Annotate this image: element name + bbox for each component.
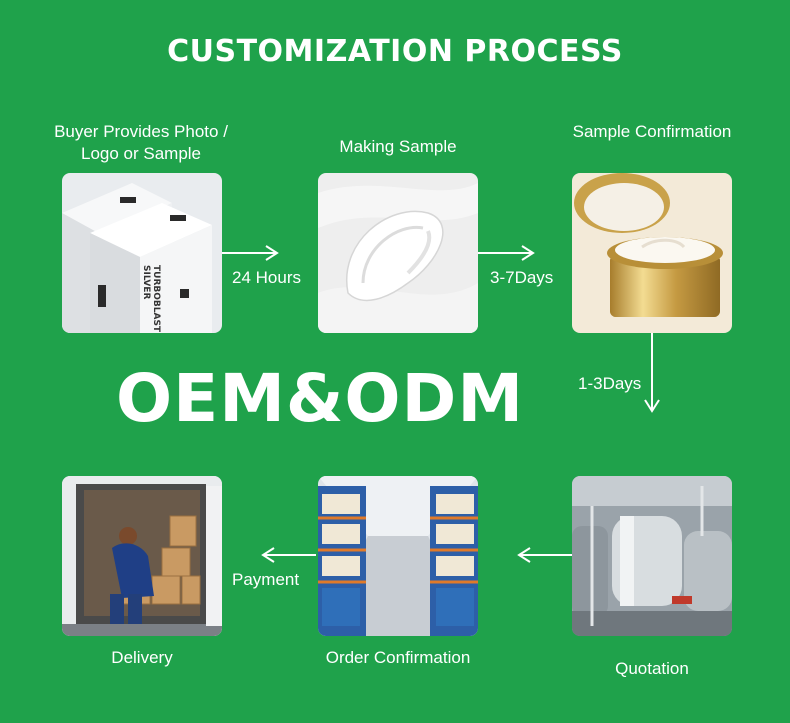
step-5-label: Order Confirmation [325,648,471,667]
step-2-label: Making Sample [339,137,457,156]
step-4-image [572,476,732,636]
step-3-label: Sample Confirmation [572,122,732,141]
box-print-line2: SILVER [141,265,151,299]
transition-label-payment: Payment [228,570,304,590]
oem-odm-heading: OEM&ODM [116,360,524,437]
transition-label-24-hours: 24 Hours [228,268,305,288]
page-title: CUSTOMIZATION PROCESS [167,34,623,69]
cream-jar-photo [572,173,732,333]
step-2-image [318,173,478,333]
step-6-label: Delivery [111,648,173,667]
transition-label-3-7-days: 3-7Days [486,268,558,288]
factory-tanks-photo [572,476,732,636]
cream-swatch-photo [318,173,478,333]
step-1-label: Buyer Provides Photo / Logo or Sample [54,122,228,163]
step-5-image [318,476,478,636]
box-print-line1: TURBOBLAST [151,265,161,333]
step-4-label: Quotation [615,659,689,678]
warehouse-photo [318,476,478,636]
product-box-photo: TURBOBLAST SILVER [62,173,222,333]
transition-label-1-3-days: 1-3Days [574,374,646,394]
delivery-van-photo [62,476,222,636]
step-1-image: TURBOBLAST SILVER [62,173,222,333]
step-3-image [572,173,732,333]
step-6-image [62,476,222,636]
